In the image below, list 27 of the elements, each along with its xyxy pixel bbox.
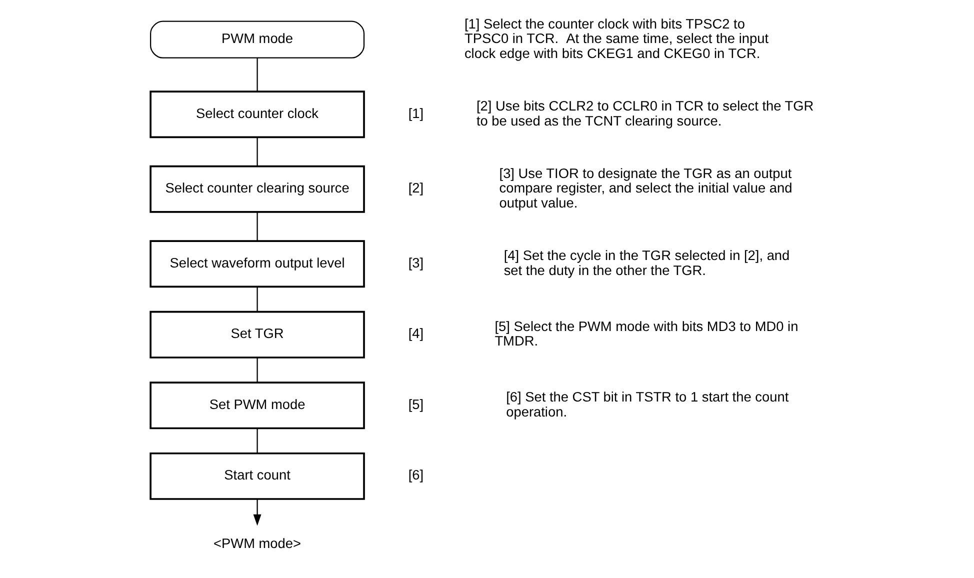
connector: [256, 58, 258, 92]
connector: [256, 428, 258, 454]
node-label: [2]: [408, 180, 424, 196]
label: [3] Use TIOR to designate the TGR as an output compare register, and select the initial value and output value.: [499, 166, 792, 210]
connector: [256, 137, 258, 166]
node-label: [1]: [408, 106, 424, 121]
connector: [256, 287, 258, 312]
label: [6] Set the CST bit in TSTR to 1 start the count operation.: [506, 390, 789, 420]
node-box: Select counter clearing source: [150, 165, 365, 213]
label: [4] Set the cycle in the TGR selected in [2], and set the duty in the other the TGR.: [504, 248, 790, 278]
node-label: [4]: [408, 326, 424, 342]
node-text: <PWM mode>: [214, 536, 302, 552]
arrow: [253, 499, 262, 526]
node-box: Set TGR: [150, 310, 365, 358]
node-label: [6]: [408, 468, 424, 483]
connector: [256, 212, 258, 242]
node-box: PWM mode: [150, 20, 365, 58]
label: [2] Use bits CCLR2 to CCLR0 in TCR to select the TGR to be used as the TCNT clearing source.: [476, 98, 814, 128]
node-box: Start count: [150, 452, 365, 500]
label: [1] Select the counter clock with bits TPSC2 to TPSC0 in TCR. At the same time, select the input clock edge with bits CKEG1 and CKEG0 in TCR.: [464, 16, 769, 61]
label: [5] Select the PWM mode with bits MD3 to MD0 in TMDR.: [494, 318, 798, 349]
node-box: Set PWM mode: [150, 382, 365, 430]
connector: [256, 358, 258, 382]
node-label: [3]: [408, 255, 424, 270]
node-box: Select waveform output level: [150, 240, 365, 288]
node-box: Select counter clock: [150, 90, 365, 138]
node-label: [5]: [408, 396, 424, 412]
